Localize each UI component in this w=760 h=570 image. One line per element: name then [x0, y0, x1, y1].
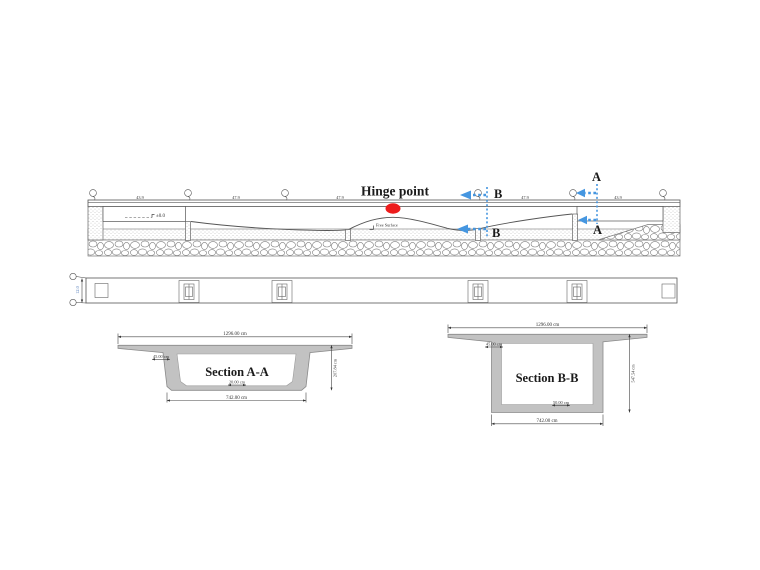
section-a-box-void — [176, 353, 297, 387]
section-b-box-width-label: 742.00 cm — [536, 419, 557, 424]
section-cut-b-arrowhead-top — [460, 190, 471, 200]
section-a-flange-label: 45.00 cm — [153, 354, 170, 359]
section-cut-a-arrowhead-top — [576, 188, 585, 198]
pier — [185, 221, 191, 241]
section-cut-b-arrowhead-bottom — [457, 224, 468, 234]
right-abutment — [662, 206, 681, 233]
section-b-box-void — [501, 343, 594, 405]
level-marker: ±0.0 — [125, 214, 165, 219]
elevation-piers — [185, 213, 578, 241]
girder-soffit-profile — [190, 213, 573, 231]
section-b-bottom-slab-label: 50.00 cm — [553, 400, 570, 405]
section-cut-b-label-top: B — [494, 187, 502, 201]
plan-pier — [178, 280, 200, 303]
section-cut-b: B B — [457, 187, 502, 240]
section-a-title: Section A-A — [205, 365, 269, 379]
plan-grid-bubble — [69, 298, 77, 306]
plan-right-notch — [661, 283, 676, 299]
plan-piers — [178, 280, 588, 303]
plan-view: 12.0 — [69, 272, 678, 306]
hinge-point-marker — [385, 203, 401, 214]
section-cut-a-label-top: A — [592, 170, 601, 184]
grid-bubble — [659, 189, 667, 201]
hinge-point-label: Hinge point — [361, 184, 429, 199]
plan-width-dim-label: 12.0 — [75, 286, 80, 294]
grid-bubble — [281, 189, 289, 201]
grid-bubble — [569, 189, 577, 201]
span-dim-label: 47.9 — [521, 195, 529, 200]
span-dim-label: 43.9 — [614, 195, 622, 200]
grid-bubbles — [89, 189, 667, 201]
plan-left-notch — [94, 283, 109, 298]
section-cut-a-arrowhead-bottom — [578, 215, 587, 225]
section-b-view: 1296.00 cm Section B-B 45.00 cm 50.00 cm… — [447, 323, 648, 426]
section-a-box-width-label: 742.00 cm — [226, 396, 247, 401]
section-b-depth-label: 547.54 cm — [631, 364, 636, 383]
free-surface-label: Free Surface — [376, 223, 398, 228]
section-b-title: Section B-B — [516, 371, 579, 385]
section-cut-b-label-bottom: B — [492, 226, 500, 240]
left-side-span-opening — [102, 206, 186, 222]
ground-rubble-band — [87, 239, 681, 257]
section-a-bottom-slab-label: 20.00 cm — [229, 380, 246, 385]
span-dim-label: 47.9 — [336, 195, 344, 200]
section-a-depth-label: 207.84 cm — [333, 358, 338, 377]
plan-pier — [467, 280, 489, 303]
plan-pier — [271, 280, 293, 303]
section-b-deck-width-label: 1296.00 cm — [536, 323, 560, 328]
bridge-deck — [87, 199, 681, 207]
section-cut-a: A A — [576, 170, 602, 237]
plan-pier — [566, 280, 588, 303]
plan-grid-bubble — [69, 272, 77, 280]
ground-sand-band — [87, 228, 681, 241]
span-dim-label: 43.9 — [136, 195, 144, 200]
pier — [572, 213, 578, 241]
elevation-view: 43.9 47.9 47.9 47.9 43.9 ±0.0 Free Surfa… — [87, 170, 681, 257]
level-marker-label: ±0.0 — [156, 214, 165, 219]
section-a-view: 1296.00 cm Section A-A 45.00 cm 20.00 cm… — [117, 332, 353, 403]
free-surface-callout: Free Surface — [369, 223, 398, 230]
grid-bubble — [89, 189, 97, 201]
section-a-deck-width-label: 1296.00 cm — [223, 332, 247, 337]
span-dimension-labels: 43.9 47.9 47.9 47.9 43.9 — [136, 195, 622, 200]
grid-bubble — [184, 189, 192, 201]
pier — [345, 229, 351, 241]
plan-girder-outline — [85, 277, 678, 304]
plan-width-dimension: 12.0 — [69, 272, 87, 306]
span-dim-label: 47.9 — [232, 195, 240, 200]
section-cut-a-label-bottom: A — [593, 223, 602, 237]
section-b-flange-label: 45.00 cm — [486, 342, 503, 347]
left-abutment — [87, 206, 104, 241]
pier — [475, 228, 481, 241]
